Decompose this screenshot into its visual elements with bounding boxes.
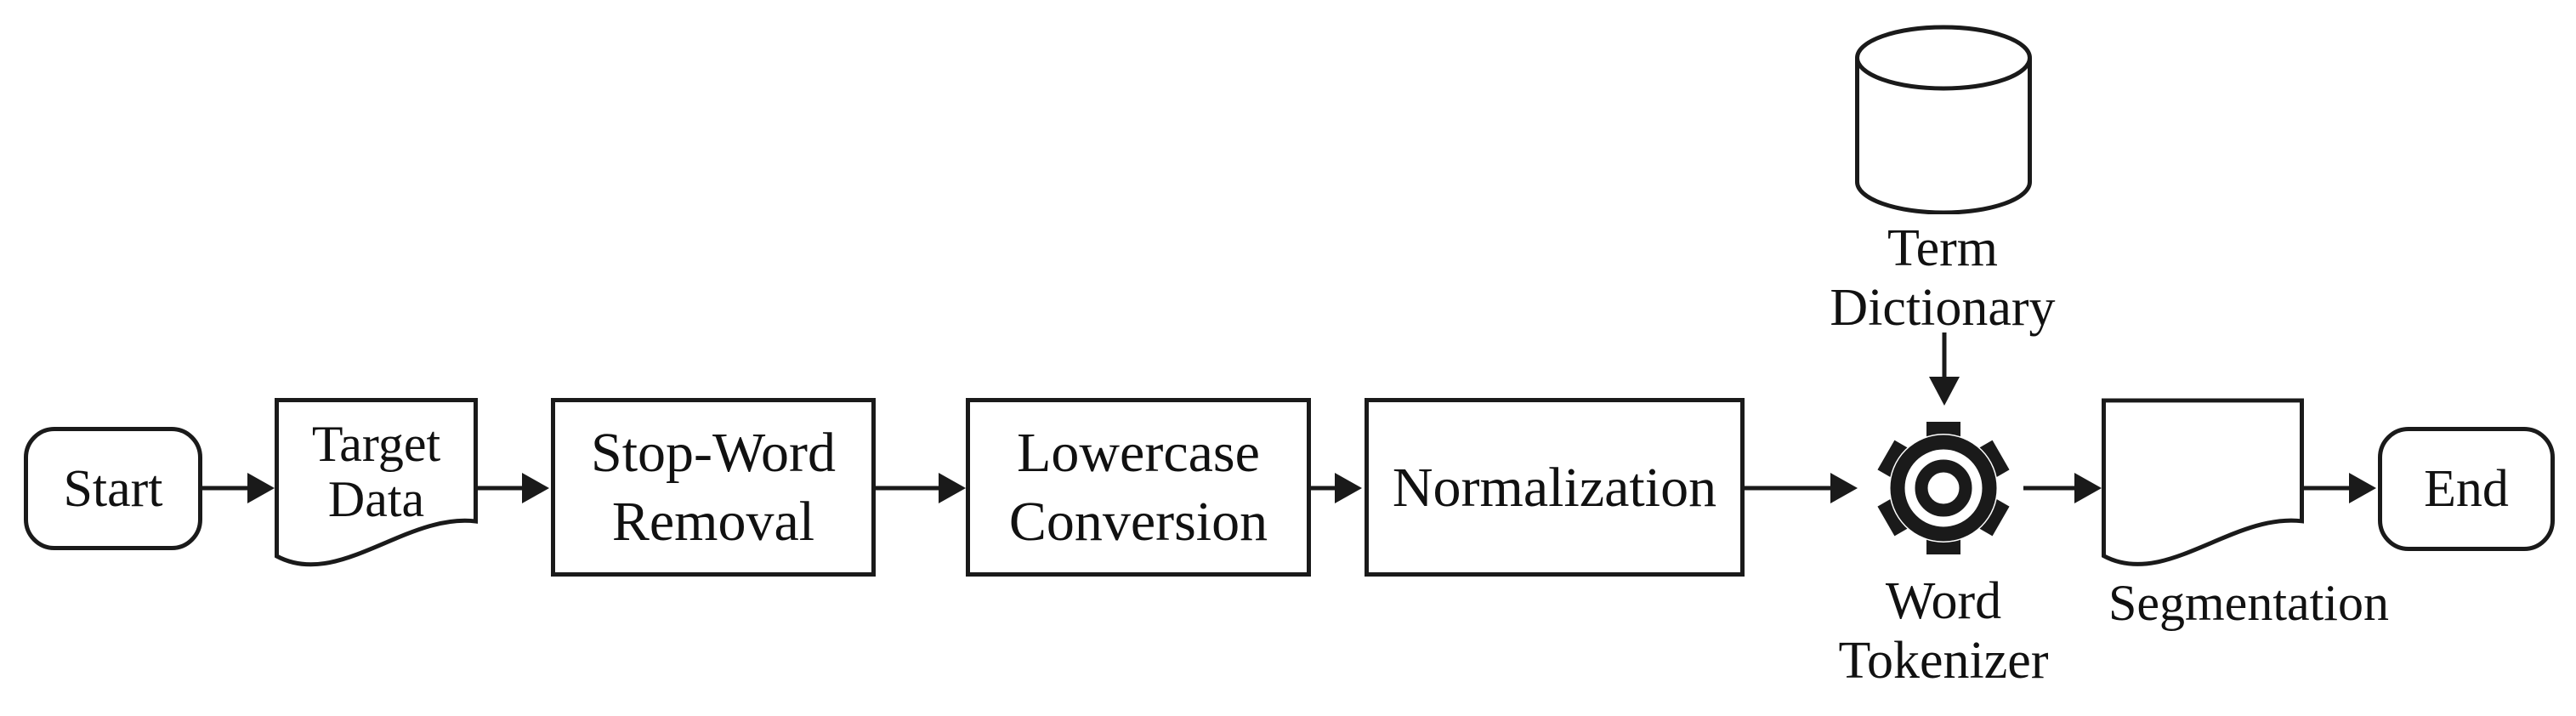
start-label: Start [63,459,163,518]
arrow-lowercase-conversion-to-normalization [1311,473,1362,503]
arrow-target-data-to-stop-word-removal [478,473,549,503]
target-data-label-line2: Data [327,471,425,527]
normalization-label: Normalization [1392,456,1717,519]
lowercase-conversion-label-line1: Lowercase [1017,422,1260,484]
end-node: End [2378,427,2555,551]
term-dictionary-caption-line2: Dictionary [1830,279,2056,337]
stop-word-removal-label-line2: Removal [611,491,815,553]
arrow-start-to-target-data [202,473,275,503]
lowercase-conversion-label-line2: Conversion [1008,491,1268,553]
stop-word-removal-node: Stop-Word Removal [551,398,876,577]
target-data-document-shape [275,398,478,567]
word-tokenizer-caption: Word Tokenizer [1731,571,2156,690]
gear-icon [1877,422,2010,554]
arrow-normalization-to-word-tokenizer [1745,473,1858,503]
target-data-label: Target Data [275,417,478,527]
lowercase-conversion-node: Lowercase Conversion [966,398,1311,577]
segmentation-document-shape [2102,398,2304,566]
segmentation-caption: Segmentation [2036,575,2461,631]
word-tokenizer-caption-line1: Word [1885,572,2002,630]
arrow-word-tokenizer-to-segmentation [2023,473,2102,503]
arrow-stop-word-removal-to-lowercase-conversion [876,473,966,503]
arrow-segmentation-to-end [2304,473,2376,503]
term-dictionary-caption: Term Dictionary [1730,219,2155,338]
target-data-label-line1: Target [311,416,441,472]
segmentation-caption-text: Segmentation [2108,575,2389,631]
arrow-term-dictionary-to-word-tokenizer [1929,332,1960,406]
word-tokenizer-caption-line2: Tokenizer [1838,632,2049,690]
database-cylinder-icon [1855,25,2032,214]
term-dictionary-caption-line1: Term [1887,219,1998,277]
end-label: End [2424,460,2509,518]
stop-word-removal-label-line1: Stop-Word [590,422,836,484]
start-node: Start [24,427,202,550]
normalization-node: Normalization [1365,398,1745,577]
